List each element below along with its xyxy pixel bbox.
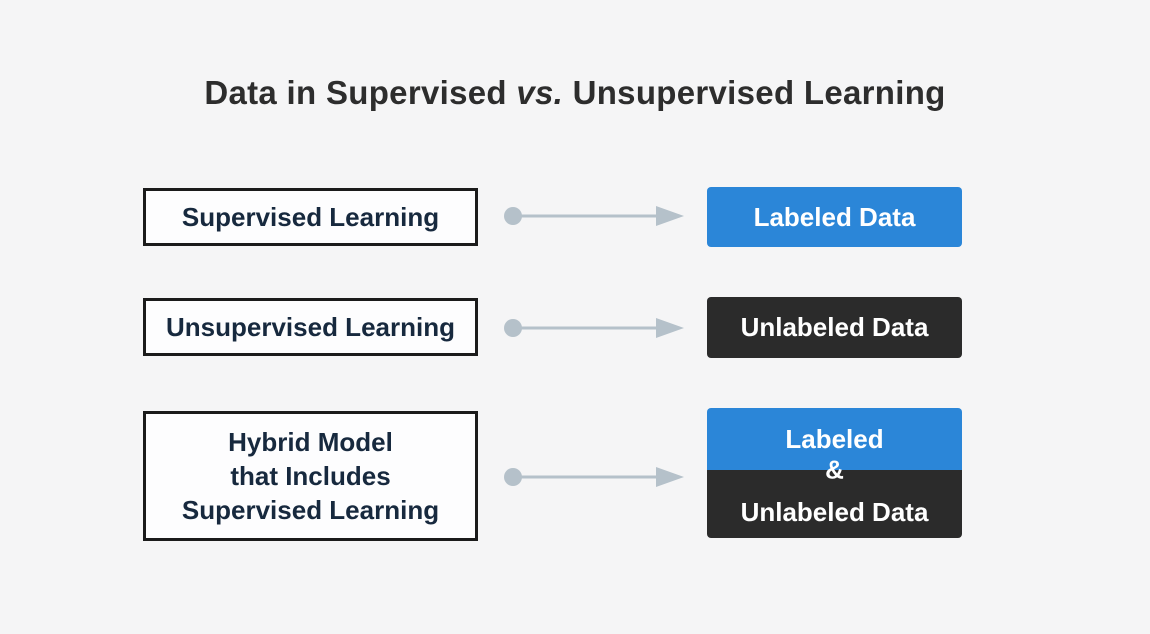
unlabeled-segment: Unlabeled Data: [707, 470, 962, 538]
supervised-learning-box: Supervised Learning: [143, 188, 478, 246]
box-label: Unlabeled Data: [740, 496, 929, 527]
box-label: Unsupervised Learning: [166, 311, 455, 342]
unlabeled-data-box: Unlabeled Data: [707, 297, 962, 358]
ampersand-text: &: [825, 454, 844, 485]
box-label-line: Supervised Learning: [181, 495, 440, 525]
box-label: Unlabeled Data: [740, 312, 929, 342]
arrow-head: [656, 467, 684, 487]
right-arrow-icon: [504, 467, 684, 487]
arrow-dot: [504, 319, 522, 337]
arrow-dot: [504, 468, 522, 486]
arrow-head: [656, 206, 684, 226]
hybrid-model-box: Hybrid Model that Includes Supervised Le…: [143, 411, 478, 541]
unsupervised-learning-box: Unsupervised Learning: [143, 298, 478, 356]
right-arrow-icon: [504, 318, 684, 338]
title-part1: Data in Supervised: [204, 74, 507, 112]
box-label: Labeled: [785, 423, 884, 454]
arrow-head: [656, 318, 684, 338]
page-title: Data in Supervised vs. Unsupervised Lear…: [0, 74, 1150, 112]
box-label-line: Hybrid Model: [228, 427, 393, 457]
box-label: Supervised Learning: [181, 201, 440, 232]
title-part2: Unsupervised Learning: [572, 74, 946, 112]
title-vs: vs.: [516, 74, 564, 112]
arrow-dot: [504, 207, 522, 225]
labeled-data-box: Labeled Data: [707, 187, 962, 247]
labeled-segment: Labeled: [707, 408, 962, 470]
labeled-unlabeled-data-box: Labeled Unlabeled Data &: [707, 408, 962, 538]
box-label: Labeled Data: [753, 201, 916, 232]
right-arrow-icon: [504, 206, 684, 226]
box-label-line: that Includes: [230, 461, 391, 491]
